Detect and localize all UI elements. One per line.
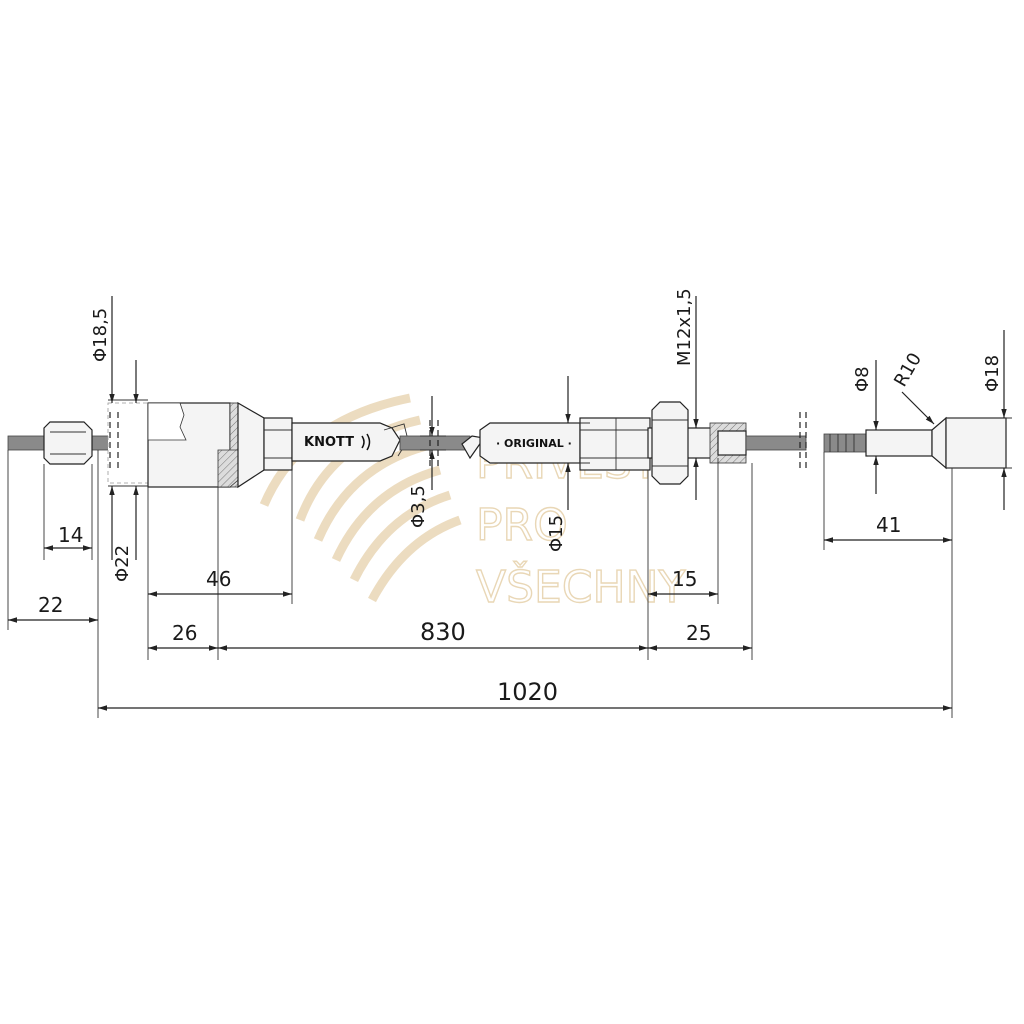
dimension-22: 22 xyxy=(8,593,98,623)
dim-dia-3-5-label: Φ3,5 xyxy=(408,485,429,528)
left-housing xyxy=(107,401,293,489)
threaded-fitting xyxy=(647,401,807,485)
dim-41-label: 41 xyxy=(876,513,901,537)
dim-25-label: 25 xyxy=(686,621,711,645)
dimension-26: 26 xyxy=(148,621,218,651)
dimension-dia-22: Φ22 xyxy=(109,486,139,582)
dim-14-label: 14 xyxy=(58,523,83,547)
dimension-dia-15: Φ15 xyxy=(546,376,571,552)
dimension-14: 14 xyxy=(44,523,92,551)
dimension-dia-18: Φ18 xyxy=(982,330,1007,510)
extension-lines xyxy=(7,399,1012,718)
housing-collar xyxy=(263,417,293,471)
left-hex-nut xyxy=(43,421,93,465)
sleeve-hex-body xyxy=(579,417,651,471)
knott-sleeve: KNOTT xyxy=(291,422,486,462)
dimension-41: 41 xyxy=(824,513,952,543)
terminal-shank xyxy=(865,429,933,457)
dim-830-label: 830 xyxy=(420,618,466,646)
middle-cable-left xyxy=(399,435,471,451)
dimension-830: 830 xyxy=(218,618,648,651)
right-cable-end xyxy=(823,416,1007,470)
dimension-thread-m12: M12x1,5 xyxy=(674,288,699,500)
dimension-dia-8: Φ8 xyxy=(852,360,879,494)
terminal-nipple xyxy=(945,417,1007,469)
dim-46-label: 46 xyxy=(206,567,231,591)
original-sleeve: · ORIGINAL · xyxy=(479,417,651,471)
right-cable xyxy=(745,435,807,451)
lock-nut xyxy=(651,401,689,485)
dim-22-label: 22 xyxy=(38,593,63,617)
dim-radius-10-label: R10 xyxy=(890,349,926,390)
dim-15-label: 15 xyxy=(672,567,697,591)
housing-flange-outline xyxy=(107,402,149,484)
sleeve-body xyxy=(291,422,401,462)
watermark-line2: PRO xyxy=(476,500,568,551)
brand-label: KNOTT xyxy=(304,435,354,450)
dimension-dia-18-5: Φ18,5 xyxy=(90,296,139,403)
dim-26-label: 26 xyxy=(172,621,197,645)
dim-dia-15-label: Φ15 xyxy=(546,515,567,552)
brand-logo-icon xyxy=(361,433,371,451)
dim-dia-18-5-label: Φ18,5 xyxy=(90,308,111,362)
dimension-1020: 1020 xyxy=(98,678,952,711)
original-label: · ORIGINAL · xyxy=(496,437,572,450)
dim-dia-18-label: Φ18 xyxy=(982,355,1003,392)
dimension-46: 46 xyxy=(148,567,292,597)
dim-dia-8-label: Φ8 xyxy=(852,366,873,392)
break-markers xyxy=(109,412,807,472)
dim-dia-22-label: Φ22 xyxy=(112,545,133,582)
dim-thread-m12-label: M12x1,5 xyxy=(674,288,695,366)
dim-1020-label: 1020 xyxy=(497,678,558,706)
dimension-radius-10: R10 xyxy=(890,349,935,425)
dimension-15: 15 xyxy=(648,567,718,597)
dimension-dia-3-5: Φ3,5 xyxy=(408,396,435,528)
watermark-line3: VŠECHNY xyxy=(476,560,686,613)
dimension-25: 25 xyxy=(648,621,752,651)
